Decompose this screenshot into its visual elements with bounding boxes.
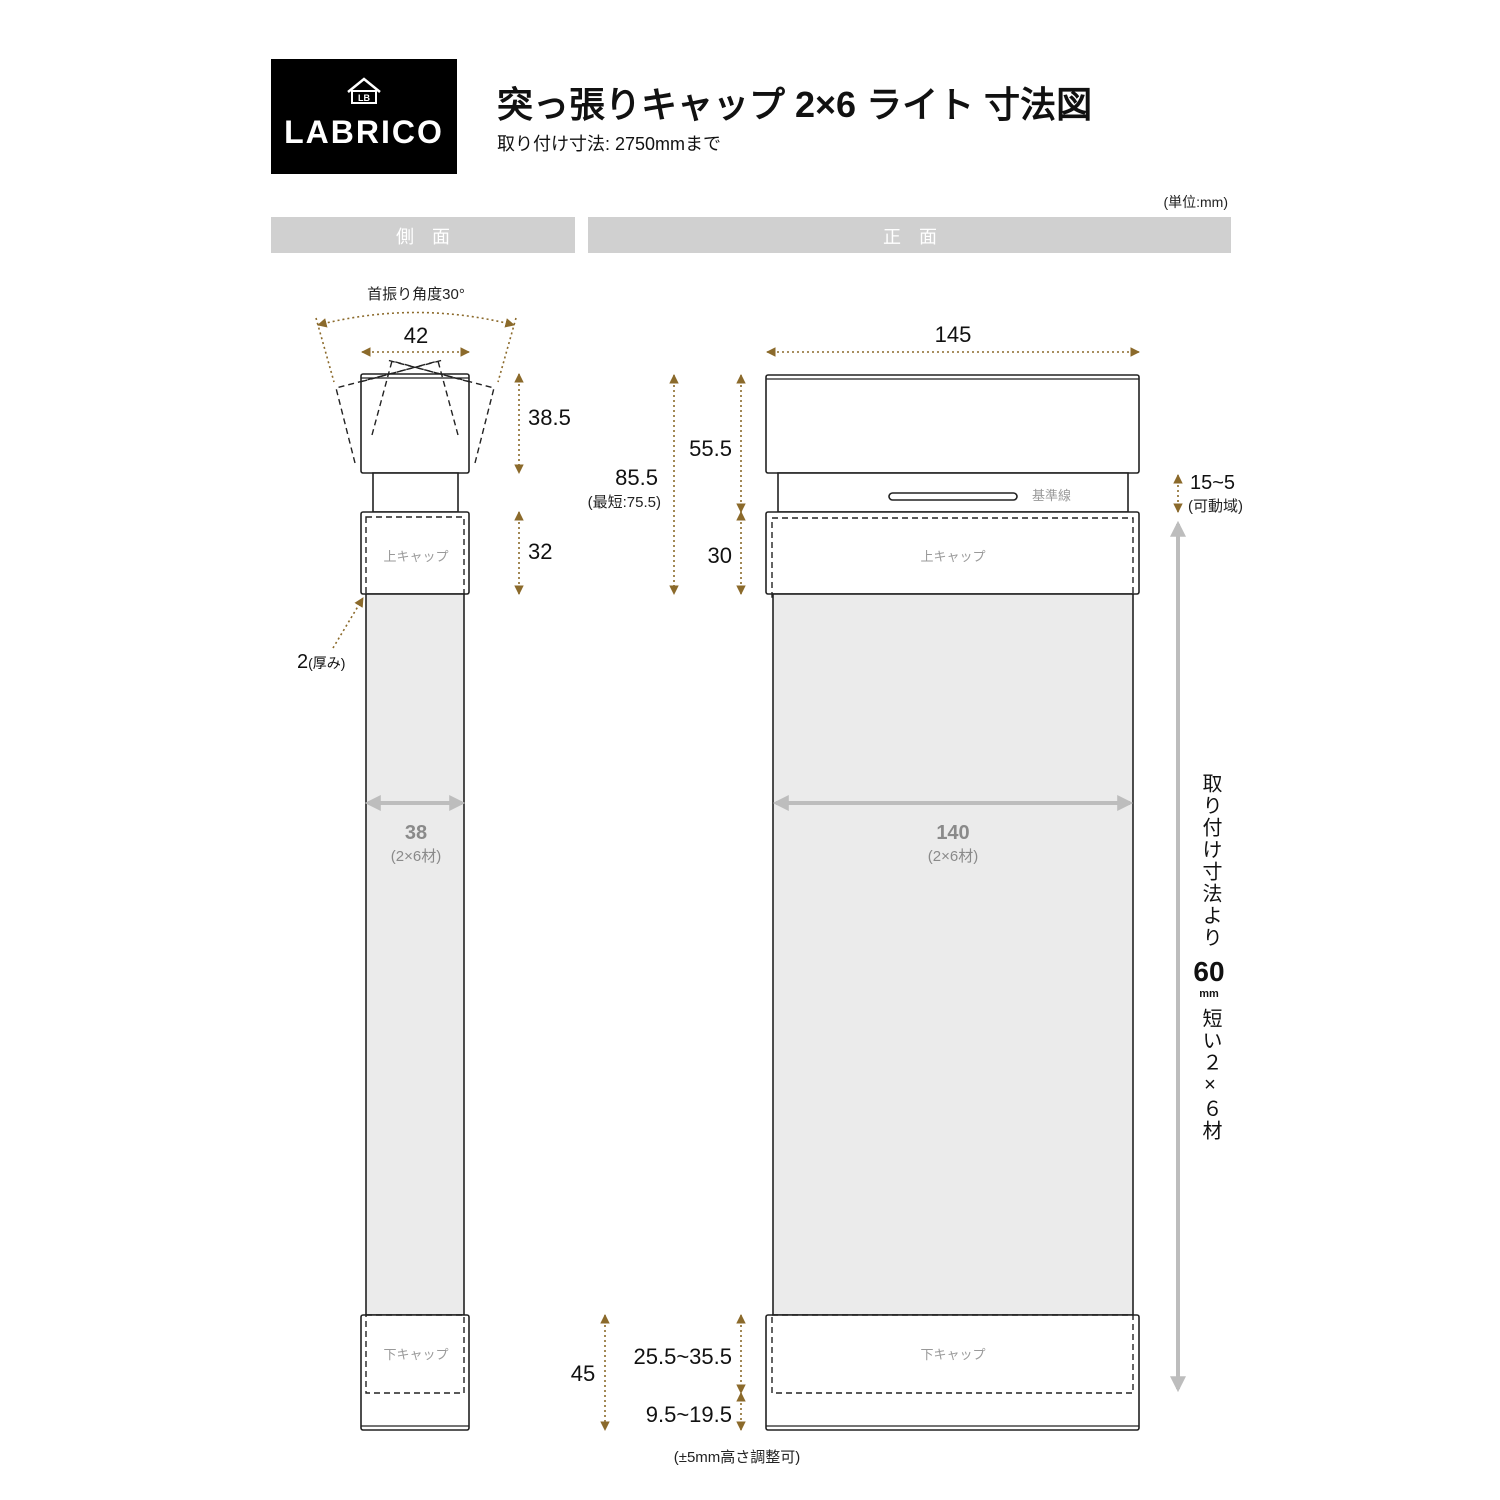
front-total-top: 85.5 <box>615 465 658 490</box>
front-wood-width: 140 <box>936 822 969 844</box>
side-neck <box>372 472 459 513</box>
side-head <box>360 373 470 474</box>
baseline-label: 基準線 <box>1032 488 1071 503</box>
logo: LB LABRICO <box>271 59 457 174</box>
side-section-bar <box>271 217 575 253</box>
swivel-line-right <box>497 317 517 383</box>
front-top-width: 145 <box>935 322 972 347</box>
baseline-slot <box>888 492 1018 501</box>
front-upper-cap-label: 上キャップ <box>920 549 985 564</box>
unit-label: (単位:mm) <box>1163 194 1228 210</box>
lower-total: 45 <box>571 1361 595 1386</box>
swivel-line-left <box>315 317 335 383</box>
logo-text: LABRICO <box>284 114 444 150</box>
side-cap-height: 32 <box>528 539 552 564</box>
side-wood-note: (2×6材) <box>391 848 441 865</box>
shorter-text-2: 短い２×６材 <box>1199 1008 1222 1142</box>
lower-lower-range: 9.5~19.5 <box>646 1402 732 1427</box>
page-title: 突っ張りキャップ 2×6 ライト 寸法図 <box>497 84 1092 125</box>
thickness-note: (厚み) <box>308 655 345 671</box>
front-total-top-note: (最短:75.5) <box>588 494 661 511</box>
range-note: (可動域) <box>1188 498 1243 515</box>
front-wood <box>772 593 1134 1316</box>
range-value: 15~5 <box>1190 472 1235 494</box>
side-lower-cap <box>360 1314 470 1431</box>
front-lower-cap-label: 下キャップ <box>920 1347 985 1362</box>
front-wood-note: (2×6材) <box>928 848 978 865</box>
side-wood <box>365 593 465 1316</box>
swivel-angle-label: 首振り角度30° <box>367 286 465 303</box>
shorter-unit: mm <box>1199 988 1219 1000</box>
front-head <box>765 374 1140 474</box>
front-head-height: 55.5 <box>689 436 732 461</box>
front-cap-height: 30 <box>708 543 732 568</box>
side-lower-cap-label: 下キャップ <box>383 1347 448 1362</box>
side-tilt-outlines <box>335 359 495 464</box>
adjust-note: (±5mm高さ調整可) <box>674 1449 801 1466</box>
side-section-title: 側 面 <box>396 227 450 247</box>
shorter-value: 60 <box>1193 956 1224 987</box>
side-head-height: 38.5 <box>528 405 571 430</box>
side-top-width: 42 <box>404 323 428 348</box>
front-section-bar <box>588 217 1231 253</box>
thickness-value: 2(厚み) <box>297 651 345 673</box>
thickness-number: 2 <box>297 651 308 673</box>
side-upper-cap-inner <box>365 516 465 598</box>
side-upper-cap-label: 上キャップ <box>383 549 448 564</box>
shorter-text-1: 取り付け寸法より <box>1199 773 1222 949</box>
logo-mark: LB <box>358 93 370 103</box>
front-section-title: 正 面 <box>883 227 937 247</box>
lower-upper-range: 25.5~35.5 <box>634 1344 732 1369</box>
front-lower-cap <box>765 1314 1140 1431</box>
house-logo-icon: LB <box>347 77 381 104</box>
side-wood-width: 38 <box>405 822 427 844</box>
thickness-leader <box>332 597 364 649</box>
page-subtitle: 取り付け寸法: 2750mmまで <box>497 134 721 154</box>
